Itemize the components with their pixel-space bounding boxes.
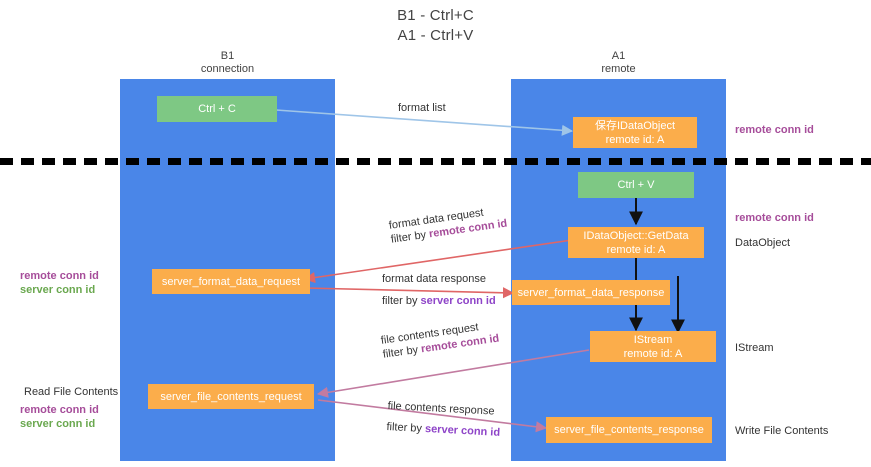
phase-divider	[0, 158, 871, 165]
edge-label-file-contents-response-line2: filter by server conn id	[386, 420, 501, 439]
edge-label-format-data-response-line1: format data response	[382, 273, 486, 285]
node-server-format-data-request-label: server_format_data_request	[161, 275, 301, 288]
edge-label-file-contents-response: file contents response filter by server …	[386, 399, 501, 440]
node-istream[interactable]: IStream remote id: A	[590, 331, 716, 362]
title-line-2: A1 - Ctrl+V	[397, 27, 474, 44]
lane-header-a1-name: A1	[611, 50, 626, 62]
edge-label-file-contents-request: file contents request filter by remote c…	[380, 318, 500, 362]
lane-header-a1-sub: remote	[601, 63, 636, 75]
annotation-right-mid-remote-conn-id: remote conn id	[735, 212, 814, 224]
annotation-left-bottom: remote conn id server conn id	[20, 403, 99, 431]
node-server-format-data-response-label: server_format_data_response	[517, 286, 665, 299]
node-ctrl-v[interactable]: Ctrl + V	[578, 172, 694, 198]
node-server-format-data-request[interactable]: server_format_data_request	[152, 269, 310, 294]
annotation-left-middle: remote conn id server conn id	[20, 269, 99, 297]
annotation-left-bottom-server: server conn id	[20, 418, 96, 430]
node-ctrl-c-label: Ctrl + C	[198, 103, 236, 115]
node-idataobject[interactable]: 保存IDataObject remote id: A	[573, 117, 697, 148]
edge-label-format-data-response-line2: filter by server conn id	[382, 295, 496, 307]
node-server-file-contents-request[interactable]: server_file_contents_request	[148, 384, 314, 409]
edge-label-format-list: format list	[398, 102, 446, 114]
node-server-file-contents-response-label: server_file_contents_response	[554, 424, 704, 436]
node-getdata-line2: remote id: A	[606, 243, 666, 256]
edge-label-file-contents-response-line1: file contents response	[387, 399, 495, 418]
node-server-format-data-response[interactable]: server_format_data_response	[512, 280, 670, 305]
annotation-left-middle-server: server conn id	[20, 284, 96, 296]
edge-label-format-data-response: format data response filter by server co…	[382, 272, 496, 308]
node-getdata-line1: IDataObject::GetData	[583, 229, 689, 242]
edge-label-format-data-request: format data request filter by remote con…	[388, 203, 508, 247]
annotation-left-bottom-remote: remote conn id	[20, 404, 99, 416]
node-ctrl-c[interactable]: Ctrl + C	[157, 96, 277, 122]
lane-header-b1: B1 connection	[150, 50, 305, 76]
annotation-right-write-file-contents: Write File Contents	[735, 425, 829, 437]
lane-header-b1-sub: connection	[200, 63, 255, 75]
annotation-right-istream: IStream	[735, 342, 774, 354]
lane-header-a1: A1 remote	[541, 50, 696, 76]
annotation-left-middle-remote: remote conn id	[20, 270, 99, 282]
edge-label-hl-server-conn-id-2: server conn id	[424, 422, 501, 439]
lane-header-b1-name: B1	[220, 50, 235, 62]
title-line-1: B1 - Ctrl+C	[397, 7, 474, 24]
annotation-read-file-contents: Read File Contents	[24, 386, 119, 398]
page-title: B1 - Ctrl+C A1 - Ctrl+V	[0, 6, 871, 46]
node-istream-line1: IStream	[633, 333, 673, 346]
node-idataobject-line2: remote id: A	[605, 133, 665, 146]
node-getdata[interactable]: IDataObject::GetData remote id: A	[568, 227, 704, 258]
edge-label-hl-server-conn-id-1: server conn id	[420, 295, 496, 307]
annotation-right-dataobject: DataObject	[735, 237, 791, 249]
node-ctrl-v-label: Ctrl + V	[617, 179, 655, 191]
node-server-file-contents-request-label: server_file_contents_request	[160, 390, 302, 403]
node-server-file-contents-response[interactable]: server_file_contents_response	[546, 417, 712, 443]
node-idataobject-line1: 保存IDataObject	[594, 119, 676, 132]
annotation-right-top-remote-conn-id: remote conn id	[735, 124, 814, 136]
node-istream-line2: remote id: A	[623, 347, 683, 360]
